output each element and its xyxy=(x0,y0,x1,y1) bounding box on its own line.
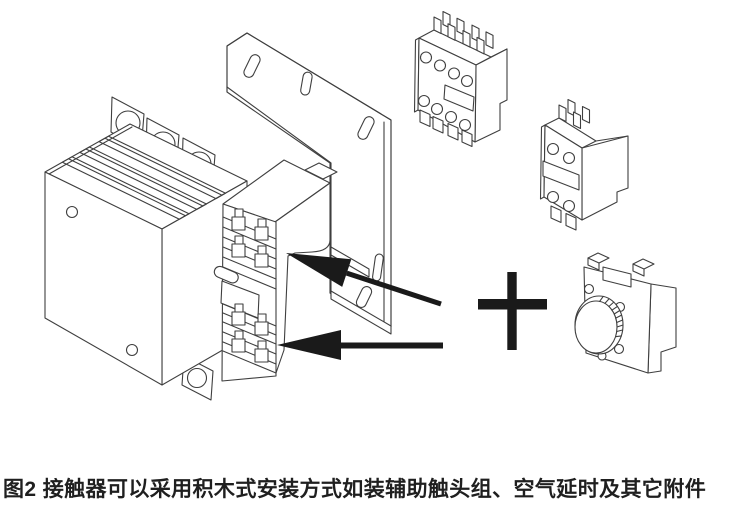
time-delay-block-drawing xyxy=(574,252,677,374)
contactor-body-drawing xyxy=(44,96,248,401)
arrow-lower xyxy=(277,330,443,360)
top-ribs xyxy=(61,135,227,220)
lower-terminal-clamps xyxy=(231,303,269,363)
figure-caption: 图2 接触器可以采用积木式安装方式如装辅助触头组、空气延时及其它附件 xyxy=(3,478,707,501)
aux-contact-block-4p-drawing xyxy=(413,10,508,148)
mounting-bracket-drawing xyxy=(226,32,392,335)
diagram-canvas xyxy=(44,10,677,401)
timer-dial-knob xyxy=(574,295,624,355)
arrow-upper xyxy=(286,253,442,307)
upper-terminal-clamps xyxy=(231,208,269,268)
plus-sign xyxy=(478,272,547,350)
aux-terminal-panel-drawing xyxy=(213,159,338,382)
aux-contact-block-2p-drawing xyxy=(539,98,629,231)
